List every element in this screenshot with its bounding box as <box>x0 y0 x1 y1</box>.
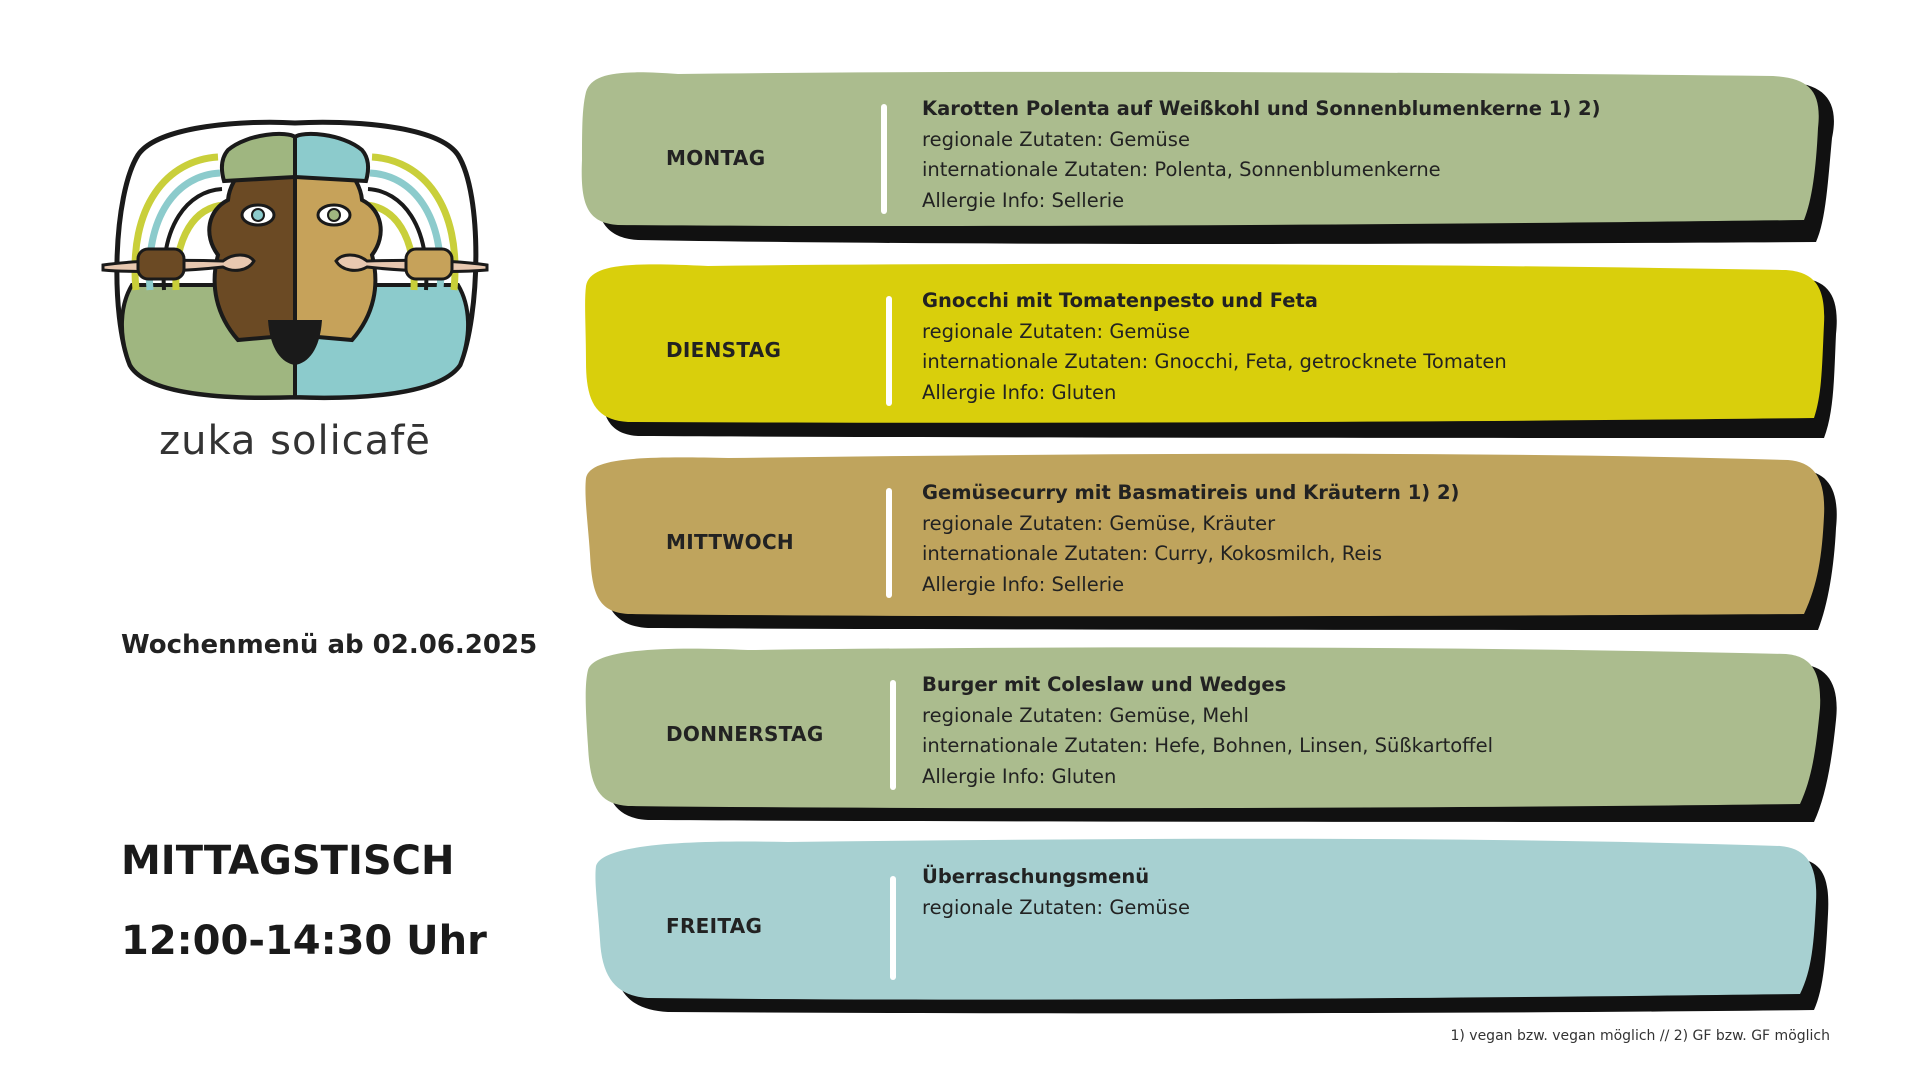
day-label-monday: MONTAG <box>666 146 766 170</box>
menu-content: Burger mit Coleslaw und Wedges regionale… <box>922 670 1802 792</box>
regional-ingredients: regionale Zutaten: Gemüse, Kräuter <box>922 511 1276 535</box>
international-ingredients: internationale Zutaten: Hefe, Bohnen, Li… <box>922 734 1494 757</box>
menu-card-friday: FREITAG Überraschungsmenü regionale Zuta… <box>578 838 1840 1014</box>
dish-name: Überraschungsmenü <box>922 865 1150 888</box>
week-label: Wochenmenü ab 02.06.2025 <box>121 630 538 660</box>
allergy-info: Allergie Info: Sellerie <box>922 188 1125 212</box>
day-label-wednesday: MITTWOCH <box>666 530 794 554</box>
dish-name: Burger mit Coleslaw und Wedges <box>922 673 1287 696</box>
dish-name: Karotten Polenta auf Weißkohl und Sonnen… <box>922 97 1601 120</box>
menu-card-tuesday: DIENSTAG Gnocchi mit Tomatenpesto und Fe… <box>578 262 1840 438</box>
regional-ingredients: regionale Zutaten: Gemüse <box>922 127 1190 151</box>
menu-card-monday: MONTAG Karotten Polenta auf Weißkohl und… <box>578 70 1840 246</box>
menu-content: Gnocchi mit Tomatenpesto und Feta region… <box>922 286 1802 408</box>
divider <box>881 104 887 214</box>
divider <box>886 296 892 406</box>
day-label-thursday: DONNERSTAG <box>666 722 824 746</box>
menu-content: Gemüsecurry mit Basmatireis und Kräutern… <box>922 478 1802 600</box>
divider <box>890 876 896 980</box>
allergy-info: Allergie Info: Sellerie <box>922 572 1125 596</box>
brand-name: zuka solicafē <box>159 418 431 464</box>
international-ingredients: internationale Zutaten: Curry, Kokosmilc… <box>922 542 1382 565</box>
menu-content: Karotten Polenta auf Weißkohl und Sonnen… <box>922 94 1802 216</box>
regional-ingredients: regionale Zutaten: Gemüse, Mehl <box>922 703 1249 727</box>
zuka-logo-icon <box>101 119 489 401</box>
menu-card-wednesday: MITTWOCH Gemüsecurry mit Basmatireis und… <box>578 453 1840 630</box>
regional-ingredients: regionale Zutaten: Gemüse <box>922 895 1190 919</box>
allergy-info: Allergie Info: Gluten <box>922 380 1117 404</box>
divider <box>886 488 892 598</box>
international-ingredients: internationale Zutaten: Gnocchi, Feta, g… <box>922 350 1507 373</box>
card-background <box>585 263 1837 438</box>
card-background <box>595 838 1829 1014</box>
menu-card-thursday: DONNERSTAG Burger mit Coleslaw und Wedge… <box>578 646 1840 822</box>
lunch-time: 12:00-14:30 Uhr <box>121 918 487 964</box>
card-background <box>581 71 1834 244</box>
international-ingredients: internationale Zutaten: Polenta, Sonnenb… <box>922 158 1441 181</box>
card-background <box>585 453 1837 630</box>
footnote: 1) vegan bzw. vegan möglich // 2) GF bzw… <box>1450 1028 1830 1044</box>
dish-name: Gnocchi mit Tomatenpesto und Feta <box>922 289 1318 312</box>
dish-name: Gemüsecurry mit Basmatireis und Kräutern… <box>922 481 1460 504</box>
menu-content: Überraschungsmenü regionale Zutaten: Gem… <box>922 862 1802 923</box>
regional-ingredients: regionale Zutaten: Gemüse <box>922 319 1190 343</box>
allergy-info: Allergie Info: Gluten <box>922 764 1117 788</box>
divider <box>890 680 896 790</box>
lunch-title: MITTAGSTISCH <box>121 838 455 884</box>
day-label-friday: FREITAG <box>666 914 763 938</box>
day-label-tuesday: DIENSTAG <box>666 338 782 362</box>
